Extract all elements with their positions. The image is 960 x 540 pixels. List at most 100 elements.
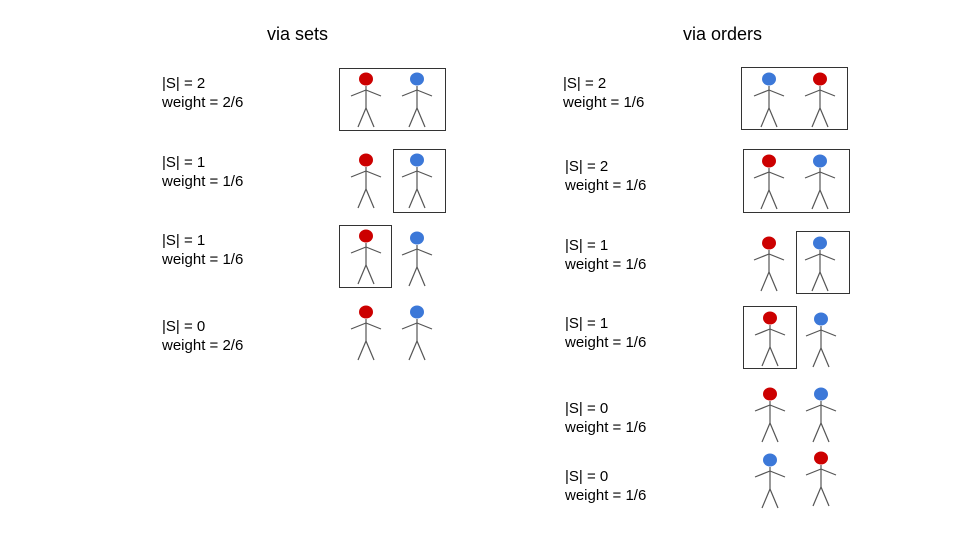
sets-row-2-size: |S| = 1 [162,154,206,171]
right-leg [769,346,779,367]
sets-row-3-weight: weight = 1/6 [162,251,244,268]
right-arm [365,322,382,330]
stick-figure-drawing [804,154,836,210]
left-leg [811,107,821,128]
left-leg [812,347,822,368]
right-leg [768,271,778,292]
head [359,229,373,243]
right-arm [768,253,785,261]
orders-row-3-size: |S| = 1 [565,237,609,254]
head [410,231,424,245]
right-arm [769,328,786,336]
orders-row-6-label: |S| = 0 weight = 1/6 [565,467,646,505]
orders-row-1-label: |S| = 2 weight = 1/6 [563,74,644,112]
right-arm [365,89,382,97]
right-leg [365,188,375,209]
selection-box [743,306,797,369]
left-arm [805,468,822,476]
left-arm [805,329,822,337]
orders-row-5-size: |S| = 0 [565,400,609,417]
head [762,72,776,86]
stick-figure-drawing [753,154,785,210]
left-arm [753,89,770,97]
stick-figure-drawing [753,72,785,128]
selection-box [339,225,392,288]
head [813,72,827,86]
head [410,153,424,167]
blue-stick-figure [752,70,786,132]
left-arm [804,253,821,261]
blue-stick-figure [400,151,434,213]
left-leg [408,107,418,128]
red-stick-figure [753,309,787,371]
via-orders-heading: via orders [683,24,763,44]
sets-row-3-label: |S| = 1 weight = 1/6 [162,231,243,269]
stick-figure-drawing [350,229,382,285]
orders-row-5-label: |S| = 0 weight = 1/6 [565,399,646,437]
stick-figure-drawing [754,387,786,443]
stick-figure-drawing [754,311,786,367]
right-leg [820,347,830,368]
head [763,311,777,325]
left-leg [811,189,821,210]
blue-stick-figure [753,451,787,513]
right-arm [769,404,786,412]
selection-box [741,67,848,130]
left-leg [357,188,367,209]
right-leg [768,107,778,128]
stick-figure-drawing [350,305,382,361]
right-arm [768,171,785,179]
left-arm [350,322,367,330]
head [762,236,776,250]
sets-row-3-size: |S| = 1 [162,232,206,249]
blue-stick-figure [400,70,434,132]
right-leg [820,486,830,507]
right-arm [416,248,433,256]
stick-figure-drawing [753,236,785,292]
right-leg [819,271,829,292]
right-arm [365,170,382,178]
left-arm [401,89,418,97]
head [762,154,776,168]
left-leg [357,340,367,361]
right-arm [365,246,382,254]
stick-figure-drawing [805,451,837,507]
orders-row-6-weight: weight = 1/6 [565,487,647,504]
right-arm [416,322,433,330]
orders-row-6-size: |S| = 0 [565,468,609,485]
selection-box [393,149,446,213]
right-arm [820,468,837,476]
sets-row-4-weight: weight = 2/6 [162,337,244,354]
left-arm [401,170,418,178]
stick-figure-drawing [754,453,786,509]
sets-row-1-weight: weight = 2/6 [162,94,244,111]
stick-figure-drawing [805,387,837,443]
left-arm [754,470,771,478]
red-stick-figure [752,152,786,214]
right-arm [768,89,785,97]
blue-stick-figure [400,229,434,291]
left-arm [350,89,367,97]
left-leg [811,271,821,292]
red-stick-figure [349,227,383,289]
right-leg [416,266,426,287]
head [359,72,373,86]
right-leg [768,189,778,210]
orders-row-2-size: |S| = 2 [565,158,609,175]
blue-stick-figure [803,152,837,214]
right-arm [819,89,836,97]
stick-figure-drawing [350,153,382,209]
orders-row-5-weight: weight = 1/6 [565,419,647,436]
stick-figure-drawing [401,72,433,128]
left-leg [408,188,418,209]
stick-figure-drawing [401,153,433,209]
left-arm [401,248,418,256]
left-leg [761,346,771,367]
left-arm [753,253,770,261]
head [410,72,424,86]
right-leg [769,422,779,443]
right-arm [416,89,433,97]
left-leg [812,422,822,443]
right-leg [820,422,830,443]
right-leg [819,107,829,128]
